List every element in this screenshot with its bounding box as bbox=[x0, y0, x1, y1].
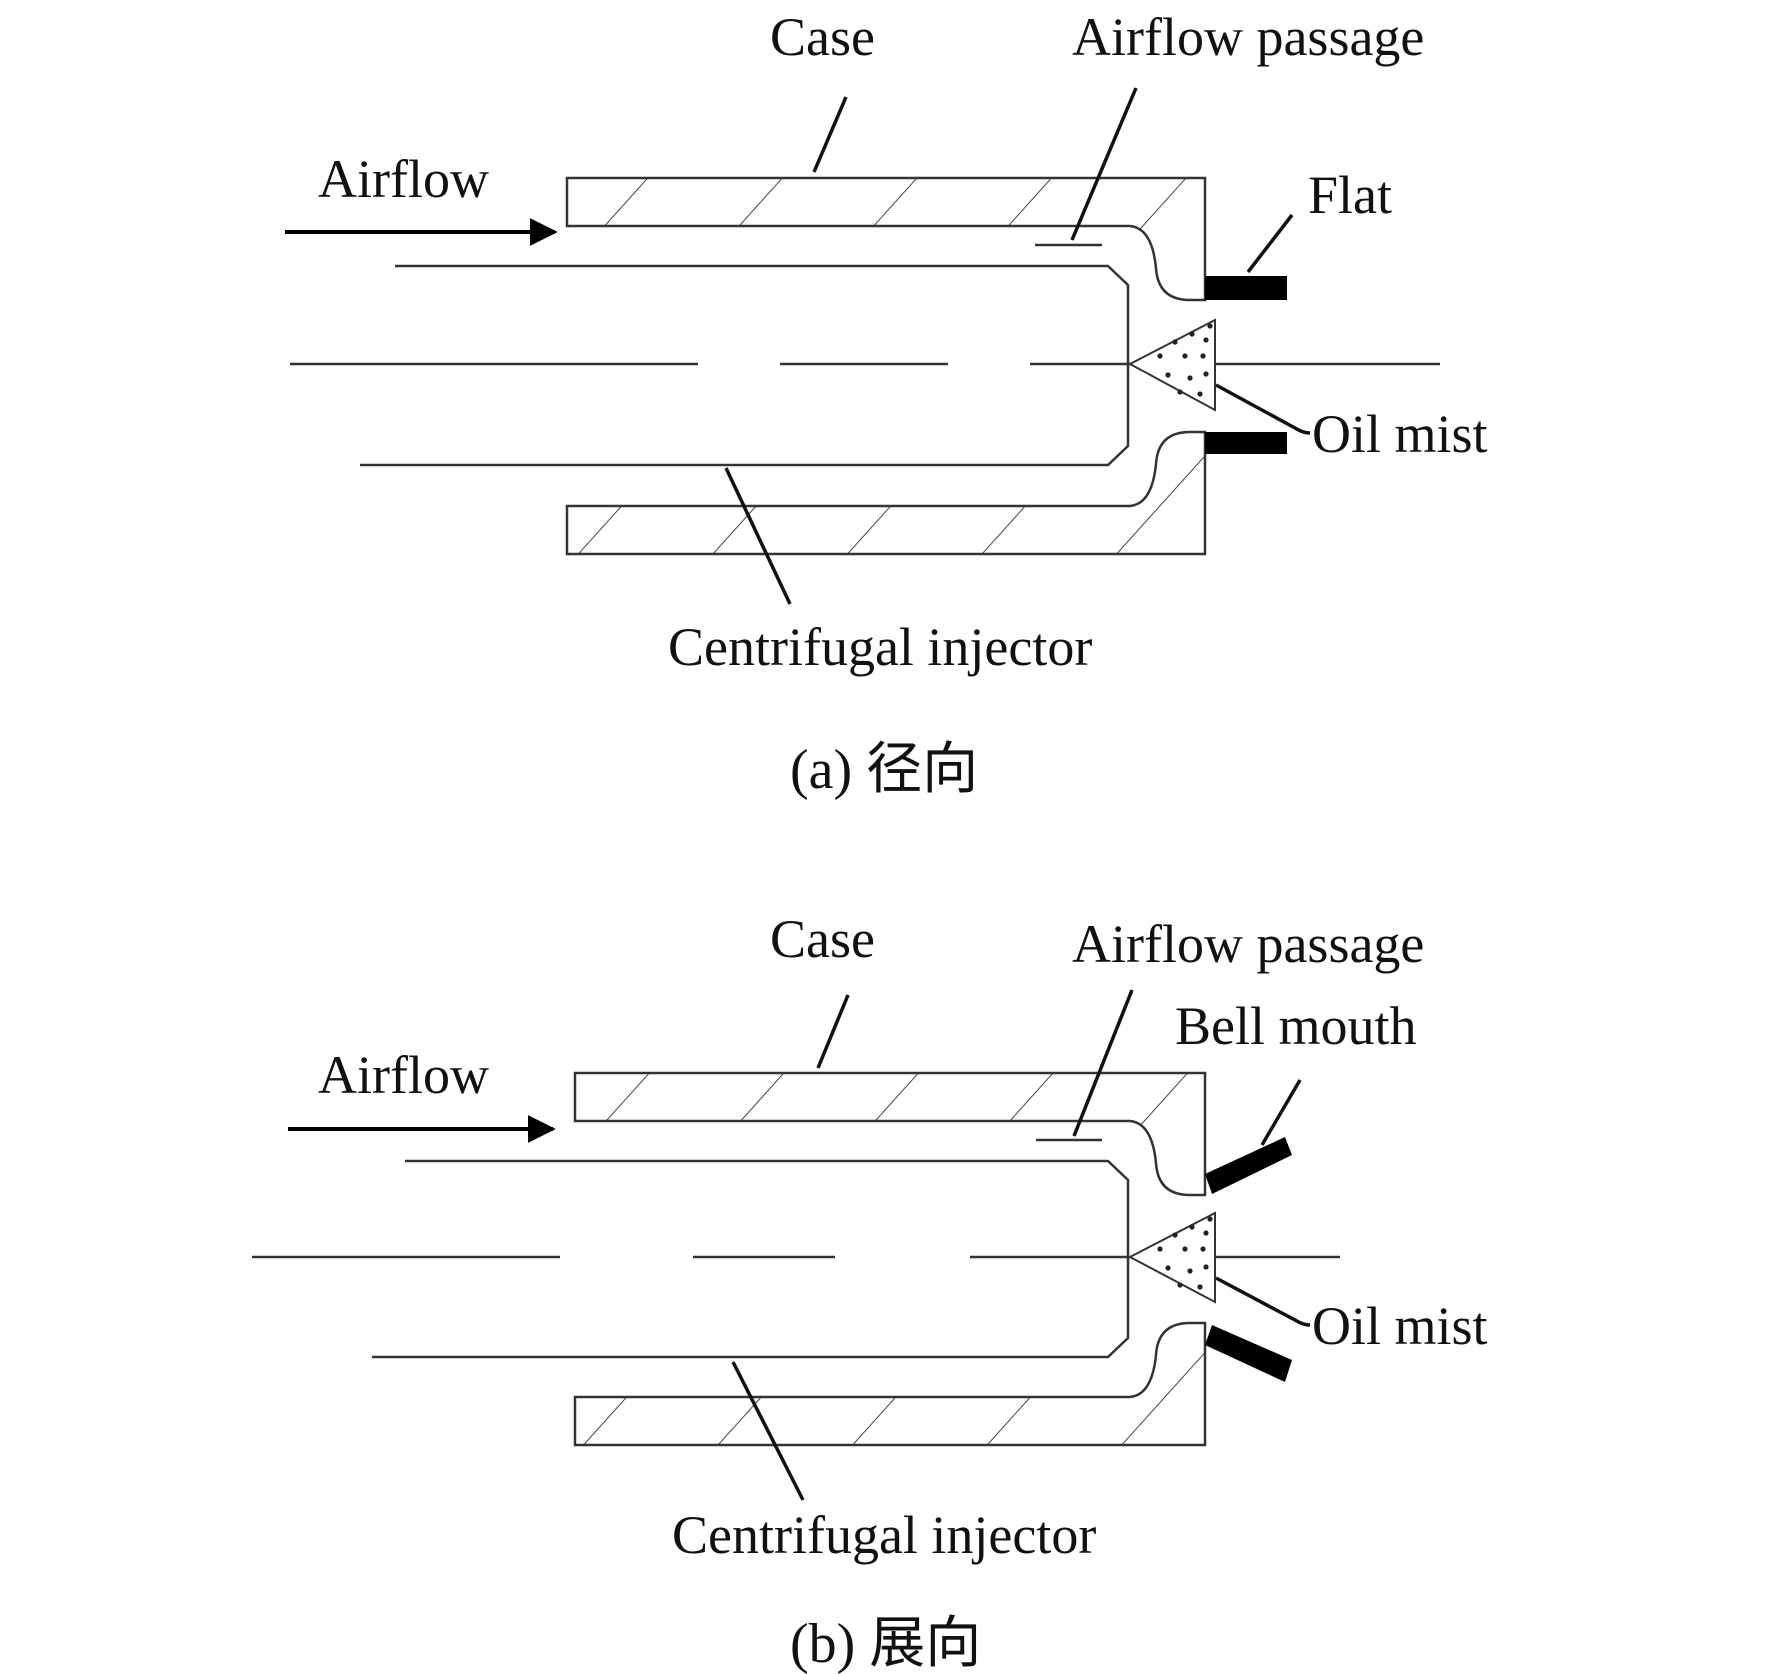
airflow-label: Airflow bbox=[318, 149, 489, 209]
case-body bbox=[573, 1071, 1207, 1447]
panel-b: Case Airflow passage Bell mouth Airflow … bbox=[252, 909, 1488, 1674]
flat-tip-lower bbox=[1205, 432, 1287, 454]
bell-mouth-tip-upper bbox=[1205, 1137, 1292, 1194]
caption-a: (a) 径向 bbox=[790, 739, 978, 801]
bell-mouth-tip-lower bbox=[1205, 1325, 1292, 1382]
case-label: Case bbox=[770, 7, 875, 67]
case-label: Case bbox=[770, 909, 875, 969]
centrifugal-injector-label: Centrifugal injector bbox=[668, 617, 1092, 677]
leader-lines bbox=[724, 87, 1311, 605]
panel-a: Case Airflow passage Airflow Flat Oil mi… bbox=[285, 7, 1488, 801]
caption-b: (b) 展向 bbox=[790, 1613, 981, 1674]
bell-mouth-label: Bell mouth bbox=[1175, 996, 1417, 1056]
airflow-label: Airflow bbox=[318, 1045, 489, 1105]
oil-mist-cone bbox=[1127, 318, 1216, 412]
oil-mist-label: Oil mist bbox=[1312, 1296, 1488, 1356]
oil-mist-label: Oil mist bbox=[1312, 404, 1488, 464]
case-body bbox=[565, 176, 1207, 556]
airflow-passage-label: Airflow passage bbox=[1072, 914, 1424, 974]
injector-body bbox=[372, 1159, 1130, 1359]
flat-label: Flat bbox=[1308, 165, 1392, 225]
injector-body bbox=[360, 264, 1130, 467]
oil-mist-cone bbox=[1127, 1211, 1216, 1304]
centrifugal-injector-label: Centrifugal injector bbox=[672, 1505, 1096, 1565]
leader-lines bbox=[731, 989, 1311, 1501]
airflow-passage-label: Airflow passage bbox=[1072, 7, 1424, 67]
flat-tip-upper bbox=[1205, 276, 1287, 300]
